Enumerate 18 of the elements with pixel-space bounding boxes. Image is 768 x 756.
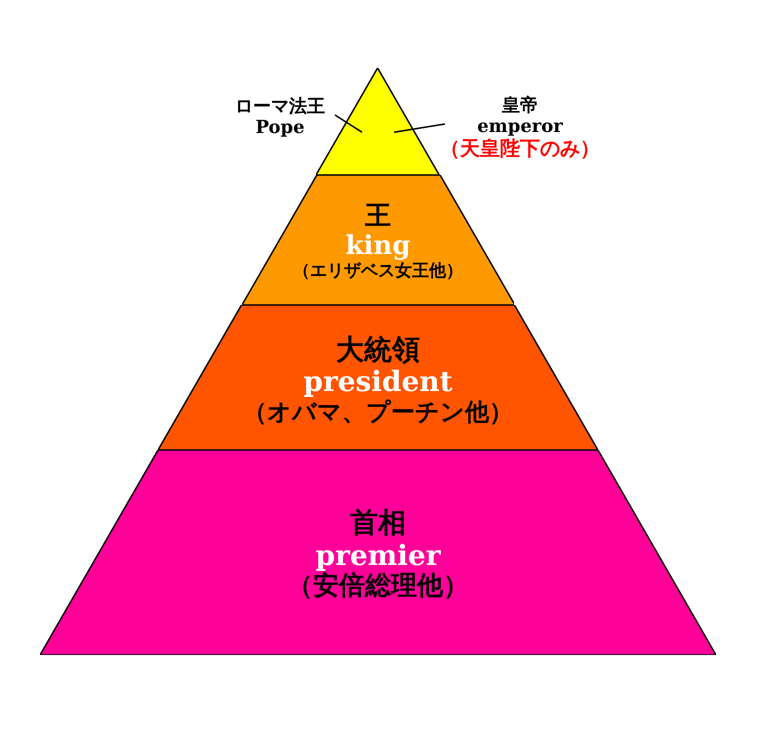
note-label: （エリザベス女王他） bbox=[292, 262, 463, 282]
pyramid-tier bbox=[242, 175, 514, 305]
note-label: （安倍総理他） bbox=[287, 572, 469, 602]
english-label: premier bbox=[316, 540, 440, 572]
note-label: （天皇陛下のみ） bbox=[440, 137, 600, 160]
heading-label: 王 bbox=[364, 202, 391, 232]
leader-line bbox=[394, 123, 446, 133]
english-label: Pope bbox=[255, 118, 305, 139]
english-label: emperor bbox=[477, 116, 563, 138]
heading-label: 首相 bbox=[350, 507, 406, 540]
note-label: （オバマ、プーチン他） bbox=[242, 398, 513, 426]
pyramid-tier bbox=[40, 450, 716, 655]
heading-label: 皇帝 bbox=[502, 96, 538, 116]
heading-label: 大統領 bbox=[336, 334, 420, 366]
heading-label: ローマ法王 bbox=[235, 97, 325, 118]
leader-line bbox=[334, 114, 362, 133]
english-label: president bbox=[303, 366, 453, 398]
english-label: king bbox=[346, 232, 410, 262]
